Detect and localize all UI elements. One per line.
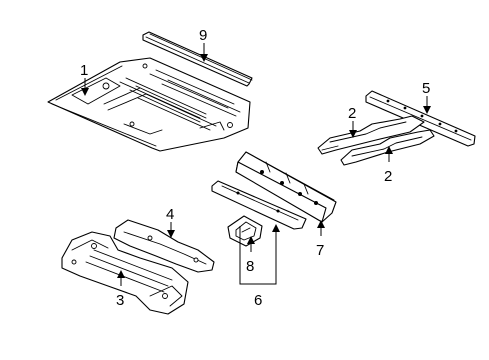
callout-6: 6	[254, 292, 262, 309]
part-6-bracket	[211, 180, 307, 230]
callout-2-lower: 2	[384, 168, 392, 185]
callout-9: 9	[199, 27, 207, 44]
part-3-floor-pan	[61, 231, 189, 315]
callout-1: 1	[80, 62, 88, 79]
part-9-rail	[142, 31, 253, 87]
callout-labels: 9 1 5 2 2 4 3 7 8 6	[80, 27, 430, 309]
part-5-rail	[365, 90, 476, 147]
part-1-floor-panel	[47, 57, 251, 152]
callout-5: 5	[422, 80, 430, 97]
callout-7: 7	[316, 242, 324, 259]
part-4-rail	[113, 219, 215, 273]
callout-3: 3	[116, 292, 124, 309]
callout-4: 4	[166, 206, 174, 223]
part-2-crossmember-lower	[340, 129, 435, 166]
part-7-crossmember	[235, 151, 337, 223]
callout-2-upper: 2	[348, 105, 356, 122]
part-8-bracket	[227, 215, 263, 247]
callout-leaders	[81, 43, 431, 286]
callout-8: 8	[246, 258, 254, 275]
